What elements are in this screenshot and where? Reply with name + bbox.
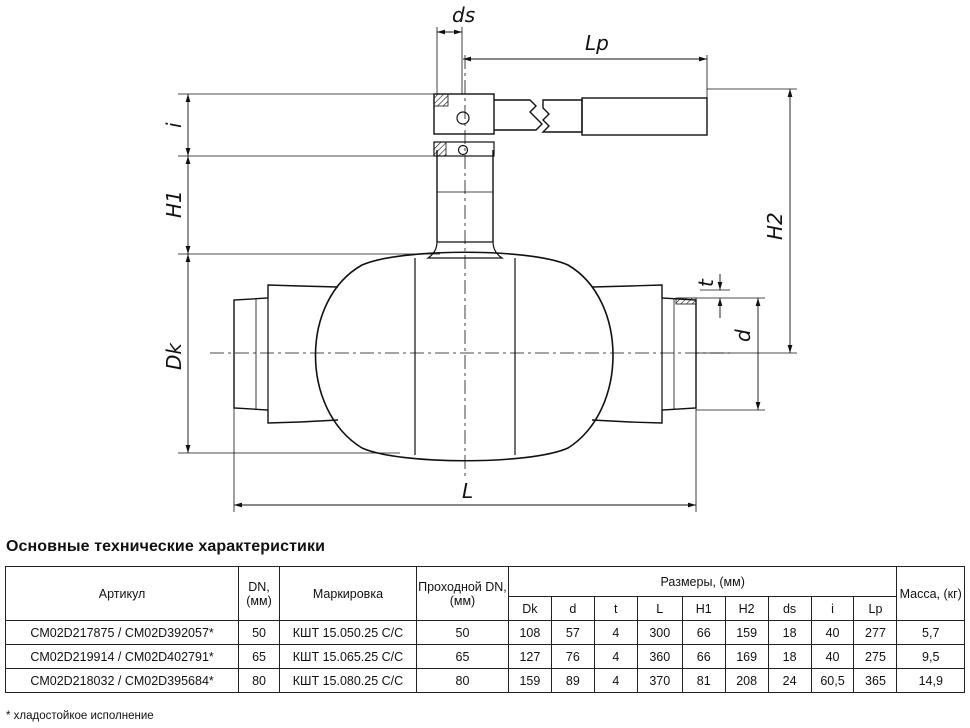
label-h2: H2 (763, 212, 787, 240)
table-cell: 80 (415, 668, 509, 693)
table-cell: 4 (593, 644, 638, 669)
label-h1: H1 (162, 190, 186, 218)
table-cell: 50 (415, 620, 509, 645)
table-cell: 50 (238, 620, 280, 645)
header-article: Артикул (4, 566, 240, 621)
collar-pin (457, 144, 469, 156)
header-dn: DN, (мм) (238, 566, 280, 621)
label-t: t (694, 278, 718, 287)
specs-table: Артикул DN, (мм) Маркировка Проходной DN… (4, 566, 965, 693)
table-cell: 66 (681, 644, 726, 669)
label-l: L (462, 479, 473, 503)
table-cell: 40 (810, 620, 855, 645)
table-cell: 365 (853, 668, 898, 693)
header-dim: d (550, 596, 595, 621)
table-cell: 370 (636, 668, 683, 693)
table-cell: КШТ 15.065.25 С/С (278, 644, 417, 669)
label-d: d (731, 329, 755, 342)
table-cell: 127 (507, 644, 552, 669)
table-cell: 4 (593, 620, 638, 645)
header-dimensions: Размеры, (мм) (507, 566, 898, 597)
lever-arm (494, 99, 543, 131)
stem-collar-hatch (433, 141, 447, 157)
header-dim: i (810, 596, 855, 621)
header-dim: Lp (853, 596, 898, 621)
header-mass: Масса, (кг) (896, 566, 965, 621)
table-row: CM02D217875 / CM02D392057* 50 КШТ 15.050… (4, 620, 965, 645)
handle-head-hatch (433, 93, 449, 107)
table-cell: 76 (550, 644, 595, 669)
header-dim: L (636, 596, 683, 621)
ball-body (314, 251, 614, 462)
table-cell: КШТ 15.050.25 С/С (278, 620, 417, 645)
table-cell: 65 (415, 644, 509, 669)
table-cell: 4 (593, 668, 638, 693)
label-ds: ds (452, 3, 475, 27)
table-cell: 5,7 (896, 620, 965, 645)
table-cell: 277 (853, 620, 898, 645)
table-cell: 159 (724, 620, 769, 645)
handle-head (433, 93, 495, 135)
label-i: i (162, 122, 186, 128)
header-dim: H2 (724, 596, 769, 621)
table-cell: 9,5 (896, 644, 965, 669)
table-cell: 360 (636, 644, 683, 669)
table-cell: 300 (636, 620, 683, 645)
right-pipe (591, 284, 697, 424)
table-cell: 80 (238, 668, 280, 693)
table-cell: 275 (853, 644, 898, 669)
table-cell: 60,5 (810, 668, 855, 693)
table-cell: CM02D218032 / CM02D395684* (4, 668, 240, 693)
table-cell: 159 (507, 668, 552, 693)
footnote: * хладостойкое исполнение (6, 710, 154, 722)
table-cell: 66 (681, 620, 726, 645)
lever-grip (581, 97, 708, 136)
table-cell: 89 (550, 668, 595, 693)
table-cell: 57 (550, 620, 595, 645)
table-cell: КШТ 15.080.25 С/С (278, 668, 417, 693)
left-pipe (233, 284, 339, 424)
header-marking: Маркировка (278, 566, 417, 621)
lever-arm-tail (541, 99, 583, 133)
table-cell: 108 (507, 620, 552, 645)
table-cell: 18 (767, 644, 812, 669)
label-dk: Dk (162, 342, 186, 370)
header-dim: ds (767, 596, 812, 621)
header-bore: Проходной DN, (мм) (415, 566, 509, 621)
stem-weld (426, 241, 504, 259)
table-cell: 40 (810, 644, 855, 669)
header-dim: H1 (681, 596, 726, 621)
table-cell: 81 (681, 668, 726, 693)
table-cell: CM02D217875 / CM02D392057* (4, 620, 240, 645)
handle-pin (456, 111, 470, 125)
valve-drawing: ds Lp i H1 Dk H2 t d L (162, 3, 797, 512)
header-dim: Dk (507, 596, 552, 621)
table-cell: 18 (767, 620, 812, 645)
table-cell: 24 (767, 668, 812, 693)
pipe-wall-hatch (675, 297, 697, 305)
table-cell: 14,9 (896, 668, 965, 693)
table-row: CM02D219914 / CM02D402791* 65 КШТ 15.065… (4, 644, 965, 669)
table-cell: CM02D219914 / CM02D402791* (4, 644, 240, 669)
table-cell: 65 (238, 644, 280, 669)
label-lp: Lp (585, 31, 609, 55)
section-title: Основные технические характеристики (6, 538, 326, 555)
header-dim: t (593, 596, 638, 621)
table-row: CM02D218032 / CM02D395684* 80 КШТ 15.080… (4, 668, 965, 693)
table-cell: 208 (724, 668, 769, 693)
table-cell: 169 (724, 644, 769, 669)
